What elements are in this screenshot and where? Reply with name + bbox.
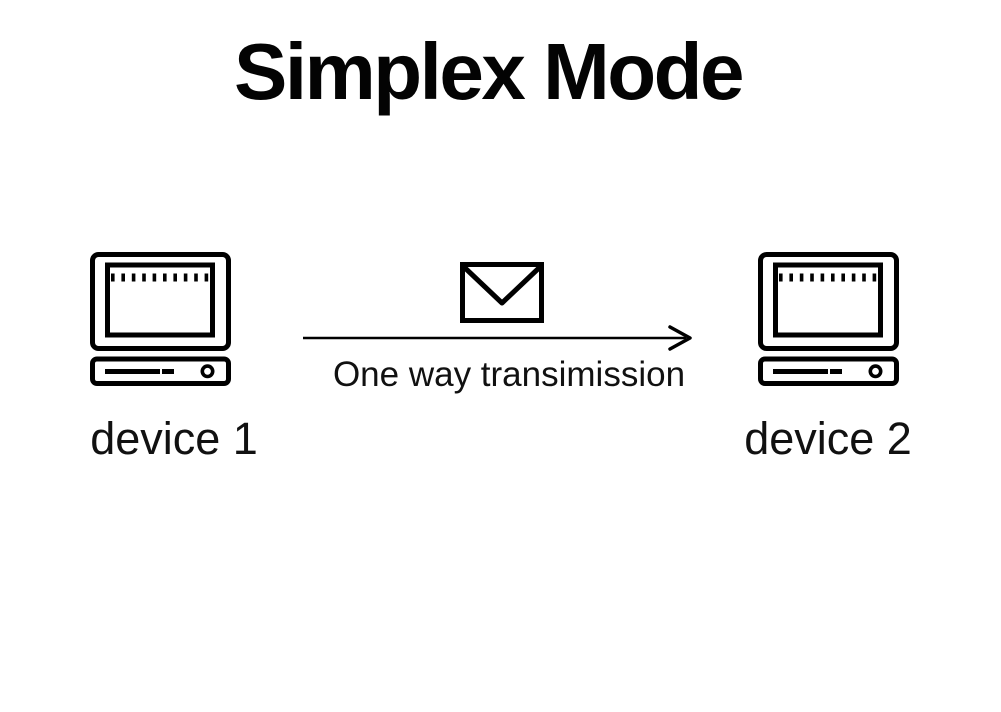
device-1-label: device 1	[90, 413, 258, 464]
diagram-title: Simplex Mode	[234, 27, 744, 116]
computer-icon	[90, 252, 231, 386]
transmission-caption: One way transimission	[332, 355, 686, 394]
arrow-right-icon	[303, 325, 692, 351]
computer-icon	[758, 252, 899, 386]
envelope-icon	[460, 262, 544, 323]
device-2-label: device 2	[744, 413, 912, 464]
